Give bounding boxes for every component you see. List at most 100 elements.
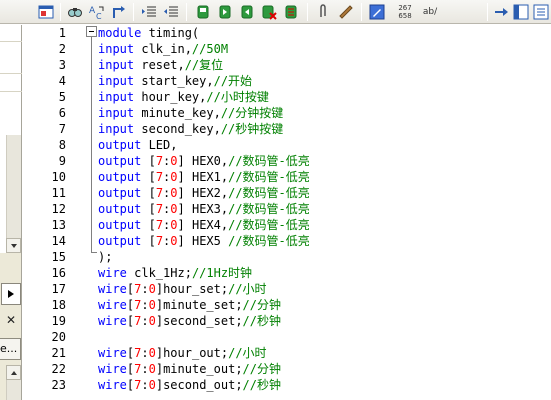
spell-icon[interactable]: ab/ [420,3,440,21]
code-token: : [163,186,171,200]
line-number: 15 [51,250,66,264]
comment-token: //开始 [213,74,253,88]
code-line[interactable]: wire[7:0]hour_out;//小时 [98,345,267,361]
line-number: 12 [51,202,66,216]
vertical-scrollbar[interactable] [6,135,21,253]
svg-text:A: A [89,6,96,16]
comment-token: //数码管-低亮 [228,154,310,168]
code-token: : [163,154,171,168]
comment-token: //秒钟 [242,314,281,328]
code-token: [ [126,282,135,296]
line-number: 3 [58,58,66,72]
code-line[interactable]: output [7:0] HEX0,//数码管-低亮 [98,153,310,169]
indent-icon[interactable] [140,3,158,21]
code-token: [ [126,346,135,360]
bookmark-next-icon[interactable] [216,3,234,21]
goto-arrow-icon[interactable] [492,3,510,21]
code-line[interactable]: wire[7:0]minute_out;//分钟 [98,361,281,377]
number-token: 7 [134,346,142,360]
edit-icon[interactable] [368,3,386,21]
line-number: 10 [51,170,66,184]
code-line[interactable]: ); [98,249,112,265]
keyword-token: input [98,58,135,72]
keyword-token: input [98,74,135,88]
keyword-token: module [98,26,142,40]
comment-token: //分钟 [242,298,281,312]
scroll-down-icon[interactable] [6,238,21,253]
bookmark-icon[interactable] [194,3,212,21]
code-token: : [141,282,149,296]
code-line[interactable]: input second_key,//秒钟按键 [98,121,283,137]
code-line[interactable]: input hour_key,//小时按键 [98,89,269,105]
window-right-icon[interactable] [532,3,550,21]
code-token: reset, [134,58,185,72]
number-token: 0 [170,154,178,168]
line-number: 16 [51,266,66,280]
code-line[interactable]: output LED, [98,137,177,153]
code-token: : [163,170,171,184]
number-token: 7 [134,282,142,296]
comment-token: //50M [191,42,229,56]
code-token: ]second_set; [155,314,243,328]
bookmark-prev-icon[interactable] [238,3,256,21]
keyword-token: input [98,122,135,136]
code-line[interactable]: input clk_in,//50M [98,41,228,57]
close-icon[interactable]: ✕ [5,313,17,327]
bookmark-list-icon[interactable] [282,3,300,21]
code-line[interactable]: input reset,//复位 [98,57,223,73]
keyword-token: wire [98,378,127,392]
code-line[interactable]: output [7:0] HEX1,//数码管-低亮 [98,169,310,185]
number-token: 0 [170,170,178,184]
code-line[interactable]: output [7:0] HEX4,//数码管-低亮 [98,217,310,233]
line-number: 4 [58,74,66,88]
play-icon[interactable] [1,283,21,305]
code-line[interactable]: input start_key,//开始 [98,73,252,89]
line-number: 6 [58,106,66,120]
bookmark-clear-icon[interactable] [260,3,278,21]
number-token: 7 [155,170,164,184]
code-line[interactable]: output [7:0] HEX2,//数码管-低亮 [98,185,310,201]
comment-token: //小时 [228,346,267,360]
tool-icon[interactable] [337,3,355,21]
keyword-token: wire [98,314,127,328]
code-line[interactable]: wire clk_1Hz;//1Hz时钟 [98,265,252,281]
number-token: 0 [148,362,156,376]
code-line[interactable]: output [7:0] HEX5 //数码管-低亮 [98,233,310,249]
keyword-token: wire [98,362,127,376]
attach-icon[interactable] [314,3,332,21]
number-token: 0 [148,314,156,328]
code-token: minute_key, [134,106,221,120]
code-line[interactable]: wire[7:0]second_set;//秒钟 [98,313,281,329]
comment-token: //小时 [228,282,267,296]
code-line[interactable]: output [7:0] HEX3,//数码管-低亮 [98,201,310,217]
window-left-icon[interactable] [512,3,530,21]
code-token: ] HEX1, [177,170,229,184]
fold-toggle-icon[interactable] [86,26,97,37]
keyword-token: input [98,106,135,120]
code-token: : [163,202,171,216]
code-line[interactable]: module timing( [98,25,199,41]
more-button[interactable]: e... [0,338,21,360]
goto-icon[interactable] [110,3,128,21]
code-token: LED, [141,138,178,152]
code-token: [ [141,186,156,200]
code-token: ]minute_set; [155,298,243,312]
code-line[interactable]: wire[7:0]hour_set;//小时 [98,281,267,297]
scroll-up-icon[interactable] [6,365,21,380]
code-line[interactable]: input minute_key,//分钟按键 [98,105,283,121]
hex-icon[interactable]: 267 658 [394,3,416,21]
keyword-token: output [98,234,142,248]
line-number: 21 [51,346,66,360]
code-token: [ [126,314,135,328]
code-line[interactable]: wire[7:0]second_out;//秒钟 [98,377,281,393]
comment-token: //1Hz时钟 [191,266,253,280]
code-token: clk_in, [134,42,192,56]
find-icon[interactable] [66,3,84,21]
unindent-icon[interactable] [162,3,180,21]
number-token: 7 [134,378,142,392]
code-line[interactable]: wire[7:0]minute_set;//分钟 [98,297,281,313]
number-token: 7 [155,202,164,216]
view-icon[interactable] [37,3,55,21]
